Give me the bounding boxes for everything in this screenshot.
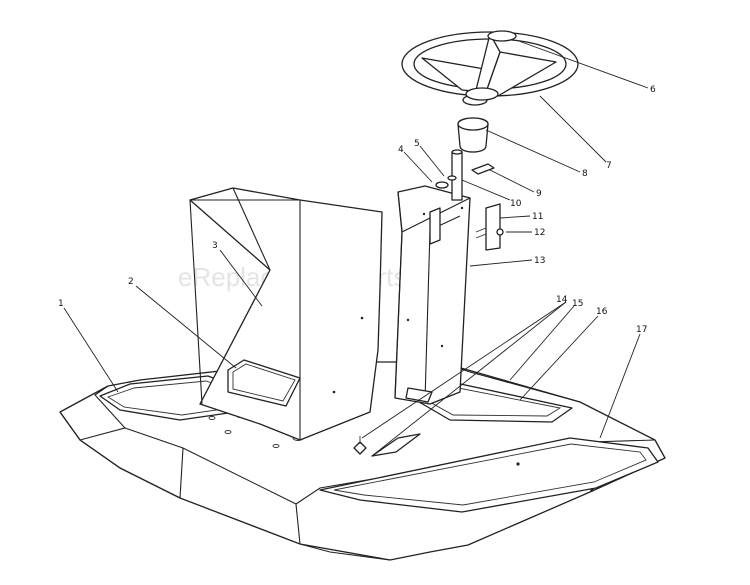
footrest-mat [319,437,659,513]
callout-13: 13 [534,256,545,266]
callout-2: 2 [128,277,134,287]
callout-3: 3 [212,241,218,251]
callout-8: 8 [582,169,588,179]
callout-9: 9 [536,189,542,199]
shaft-nut [435,181,449,189]
steering-column-housing [394,185,471,405]
callout-6: 6 [650,85,656,95]
callouts: 1 2 3 4 5 6 7 8 9 10 11 12 13 14 15 16 1… [58,85,656,335]
callout-11: 11 [532,212,543,222]
callout-14: 14 [556,295,568,305]
floor-slot [371,433,421,457]
retainer-clip [471,163,495,175]
steering-shaft [429,149,495,245]
callout-16: 16 [596,307,608,317]
callout-4: 4 [398,145,404,155]
wheel-cap [487,30,517,42]
callout-1: 1 [58,299,64,309]
leader-lines [63,39,649,457]
column-bracket [475,203,504,251]
console-housing [189,187,383,441]
mounting-screw [353,436,367,455]
callout-12: 12 [534,228,545,238]
callout-15: 15 [572,299,583,309]
steering-hub [457,94,489,153]
steering-wheel [401,30,579,101]
callout-7: 7 [606,161,612,171]
shaft-tube [429,207,441,245]
callout-17: 17 [636,325,647,335]
console-decal [227,359,301,407]
callout-5: 5 [414,139,420,149]
column-foot [405,387,433,403]
callout-10: 10 [510,199,522,209]
